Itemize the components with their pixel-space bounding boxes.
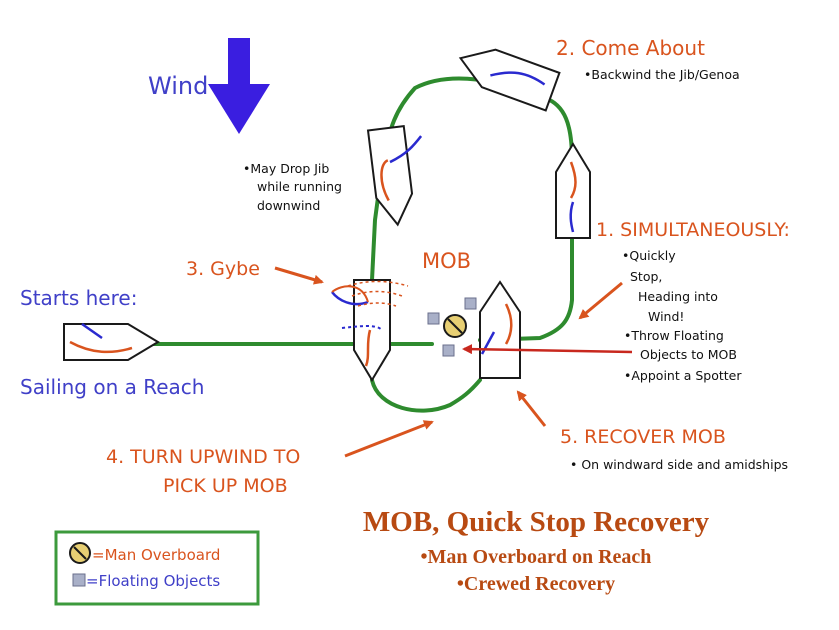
step1-bullet-line: Wind! bbox=[648, 309, 684, 324]
boat-icon bbox=[63, 322, 160, 361]
step3-title: 3. Gybe bbox=[186, 258, 260, 280]
step1-bullet-line: •Throw Floating bbox=[624, 328, 724, 343]
legend-mob-label: =Man Overboard bbox=[92, 546, 220, 564]
floating-object-icon bbox=[464, 297, 477, 310]
boat-icon bbox=[331, 279, 409, 382]
step1-bullets: •Quickly Stop, Heading into Wind! •Throw… bbox=[622, 248, 742, 383]
jib-note: •May Drop Jib while running downwind bbox=[243, 161, 342, 213]
boat-icon bbox=[458, 48, 561, 112]
step5-bullet: • On windward side and amidships bbox=[570, 457, 788, 472]
wind-arrow-icon bbox=[208, 38, 270, 134]
boat-icon bbox=[555, 142, 591, 239]
floating-object-icon bbox=[72, 573, 86, 587]
floating-object-icon bbox=[442, 344, 455, 357]
pointer-arrow-icon bbox=[344, 420, 434, 458]
step2-bullet: •Backwind the Jib/Genoa bbox=[584, 67, 740, 82]
step1-bullet-line: •Quickly bbox=[622, 248, 676, 263]
diagram-subtitle: •Crewed Recovery bbox=[457, 573, 615, 595]
boat-icon bbox=[479, 280, 521, 379]
step4-line2: PICK UP MOB bbox=[163, 475, 288, 497]
start-title: Starts here: bbox=[20, 286, 137, 310]
pointer-arrow-icon bbox=[274, 266, 324, 285]
pointer-arrow-icon bbox=[578, 281, 623, 320]
mob-marker-icon bbox=[69, 542, 91, 564]
legend: =Man Overboard =Floating Objects bbox=[54, 530, 260, 606]
mob-label: MOB bbox=[422, 249, 471, 273]
step2-title: 2. Come About bbox=[556, 36, 705, 60]
floating-object-icon bbox=[427, 312, 440, 325]
legend-floating-label: =Floating Objects bbox=[86, 572, 220, 590]
pointer-arrow-icon bbox=[516, 390, 547, 427]
step4-line1: 4. TURN UPWIND TO bbox=[106, 446, 300, 468]
jib-note-line: downwind bbox=[257, 198, 320, 213]
step1-bullet-line: •Appoint a Spotter bbox=[624, 368, 742, 383]
start-subtitle: Sailing on a Reach bbox=[20, 375, 204, 399]
boat-icon bbox=[366, 125, 423, 227]
diagram-title: MOB, Quick Stop Recovery bbox=[363, 506, 710, 538]
step1-bullet-line: Stop, bbox=[630, 269, 662, 284]
wind-label: Wind bbox=[148, 72, 208, 100]
jib-note-line: while running bbox=[257, 179, 342, 194]
jib-note-line: •May Drop Jib bbox=[243, 161, 329, 176]
step5-title: 5. RECOVER MOB bbox=[560, 426, 726, 448]
step1-bullet-line: Heading into bbox=[638, 289, 718, 304]
diagram-subtitle: •Man Overboard on Reach bbox=[421, 546, 652, 568]
step1-title: 1. SIMULTANEOUSLY: bbox=[596, 219, 790, 241]
step1-bullet-line: Objects to MOB bbox=[640, 347, 737, 362]
mob-marker-icon bbox=[443, 314, 467, 338]
track-return-loop bbox=[370, 378, 482, 413]
pointer-arrow-icon bbox=[462, 344, 633, 355]
